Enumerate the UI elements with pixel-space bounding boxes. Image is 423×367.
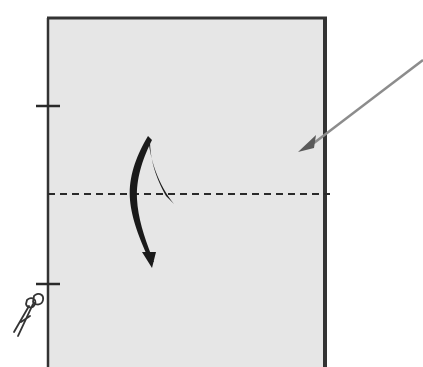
fold-arrow-shaft [129,136,154,262]
pointer-head [298,135,316,152]
pointer-arrow-icon [298,59,423,152]
curved-fold-arrow-icon [129,136,174,268]
scissors-icon [13,293,44,337]
paper-surface [47,18,327,367]
fold-arrow-tip [142,252,156,268]
pointer-shaft [309,59,423,147]
paper-sheet [46,16,327,367]
